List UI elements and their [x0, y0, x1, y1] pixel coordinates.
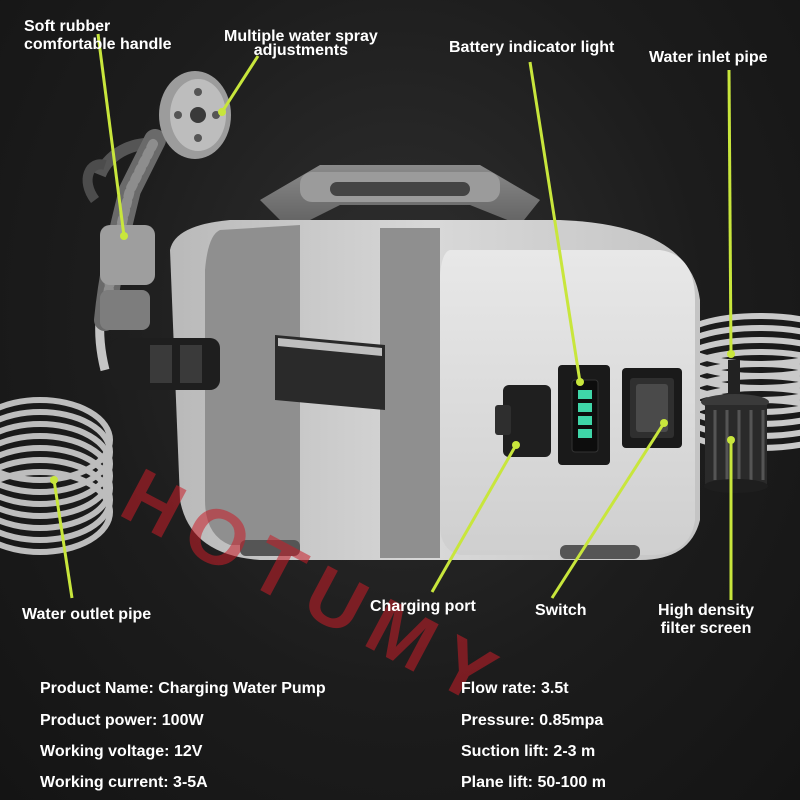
- power-switch: [622, 368, 682, 448]
- pointer-handle: [96, 33, 126, 237]
- spec-product-name: Product Name: Charging Water Pump: [40, 680, 326, 697]
- pointer-spray: [220, 55, 260, 113]
- label-soft-rubber-handle: Soft rubber comfortable handle: [24, 18, 172, 54]
- label-high-density-filter: High density filter screen: [658, 602, 754, 638]
- label-switch: Switch: [535, 602, 587, 619]
- label-filter-line2: filter screen: [660, 620, 752, 637]
- spec-suction-lift: Suction lift: 2-3 m: [461, 743, 596, 760]
- label-charging-port: Charging port: [370, 598, 476, 615]
- spec-pressure: Pressure: 0.85mpa: [461, 712, 604, 729]
- battery-indicator-light: [558, 365, 610, 465]
- spec-working-current: Working current: 3-5A: [40, 774, 208, 791]
- pointer-switch: [550, 422, 666, 599]
- spec-plane-lift: Plane lift: 50-100 m: [461, 774, 606, 791]
- label-water-inlet-pipe: Water inlet pipe: [649, 49, 768, 66]
- pointer-battery: [528, 61, 582, 383]
- label-handle-line1: Soft rubber: [24, 18, 111, 35]
- pointer-charging: [430, 444, 518, 593]
- outlet-connector: [110, 338, 220, 390]
- spray-gun: [82, 129, 166, 331]
- spray-nozzle-head: [159, 71, 231, 159]
- callout-pointers: [50, 33, 735, 600]
- pump-body: [170, 165, 700, 560]
- label-water-outlet-pipe: Water outlet pipe: [22, 606, 152, 623]
- label-battery-indicator: Battery indicator light: [449, 39, 615, 56]
- label-spray-line1: Multiple water spray: [224, 28, 378, 45]
- label-handle-line2: comfortable handle: [24, 36, 172, 53]
- inlet-pipe-filter: [701, 360, 769, 493]
- charging-port: [495, 385, 551, 457]
- pointer-outlet: [52, 479, 74, 599]
- spec-flow-rate: Flow rate: 3.5t: [461, 680, 569, 697]
- water-outlet-hose-coil: [0, 397, 113, 555]
- label-water-spray-adjustments: Multiple water spray adjustments: [224, 28, 378, 60]
- label-spray-line2: adjustments: [253, 42, 349, 59]
- label-filter-line1: High density: [658, 602, 755, 619]
- spec-product-power: Product power: 100W: [40, 712, 204, 729]
- pointer-inlet: [727, 69, 733, 355]
- spec-working-voltage: Working voltage: 12V: [40, 743, 203, 760]
